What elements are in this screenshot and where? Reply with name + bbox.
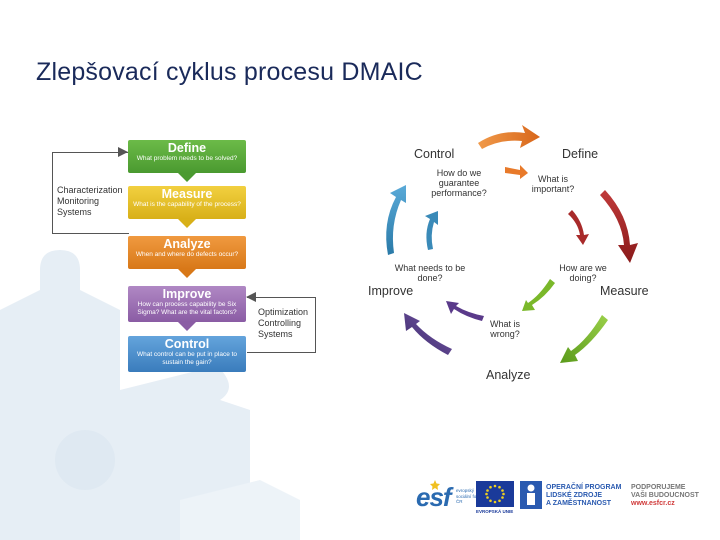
- arrow-control-to-define: [478, 125, 540, 149]
- right-note: Optimization Controlling Systems: [256, 307, 311, 340]
- arrow-improve-to-control: [386, 185, 406, 255]
- arrow-down-icon: [178, 269, 196, 278]
- right-bracket-arrow-icon: [246, 292, 256, 302]
- esf-star-icon: [430, 480, 440, 490]
- arrow-analyze-question: [446, 301, 484, 321]
- arrow-down-icon: [178, 173, 196, 182]
- arrow-define-question-down: [568, 210, 589, 245]
- arrow-define-to-measure: [600, 190, 638, 263]
- arrow-measure-question: [522, 279, 555, 311]
- arrow-define-question: [505, 165, 528, 179]
- arrow-down-icon: [178, 219, 196, 228]
- cycle-label-control: Control: [414, 147, 455, 161]
- cycle-label-analyze: Analyze: [486, 368, 531, 382]
- slide-title: Zlepšovací cyklus procesu DMAIC: [36, 58, 423, 86]
- esf-logo: esf evropský sociální fond v ČR: [416, 480, 485, 512]
- eu-flag: [476, 481, 514, 507]
- cycle-question-improve: What needs to be done?: [394, 263, 466, 283]
- stage-define: Define What problem needs to be solved?: [128, 140, 246, 173]
- stage-analyze: Analyze When and where do defects occur?: [128, 236, 246, 269]
- stage-control: Control What control can be put in place…: [128, 336, 246, 372]
- op-text: OPERAČNÍ PROGRAM LIDSKÉ ZDROJE A ZAMĚSTN…: [546, 484, 622, 507]
- arrow-measure-to-analyze: [560, 315, 608, 363]
- stage-measure: Measure What is the capability of the pr…: [128, 186, 246, 219]
- cycle-question-control: How do we guarantee performance?: [431, 168, 487, 198]
- cycle-label-measure: Measure: [600, 284, 649, 298]
- arrow-down-icon: [178, 322, 196, 331]
- cycle-question-define: What is important?: [531, 174, 575, 194]
- cycle-label-define: Define: [562, 147, 599, 161]
- background-puzzle-shape: [0, 250, 300, 540]
- left-bracket-arrow-icon: [118, 147, 128, 157]
- arrow-improve-question: [425, 211, 438, 250]
- op-logo-icon: [520, 481, 542, 509]
- arrow-analyze-to-improve: [404, 313, 452, 355]
- support-text: PODPORUJEME VAŠI BUDOUCNOST www.esfcr.cz: [631, 484, 699, 507]
- esf-subtext: evropský sociální fond v ČR: [456, 488, 485, 504]
- left-bracket: [52, 152, 129, 234]
- right-bracket: [247, 297, 316, 353]
- eu-stars-icon: [485, 484, 505, 504]
- left-note: Characterization Monitoring Systems: [55, 185, 125, 218]
- cycle-question-analyze: What is wrong?: [489, 319, 520, 339]
- eu-label: EVROPSKÁ UNIE: [476, 509, 514, 514]
- cycle-question-measure: How are we doing?: [559, 263, 607, 283]
- cycle-arrows: [386, 125, 638, 363]
- cycle-label-improve: Improve: [368, 284, 414, 298]
- stage-improve: Improve How can process capability be Si…: [128, 286, 246, 322]
